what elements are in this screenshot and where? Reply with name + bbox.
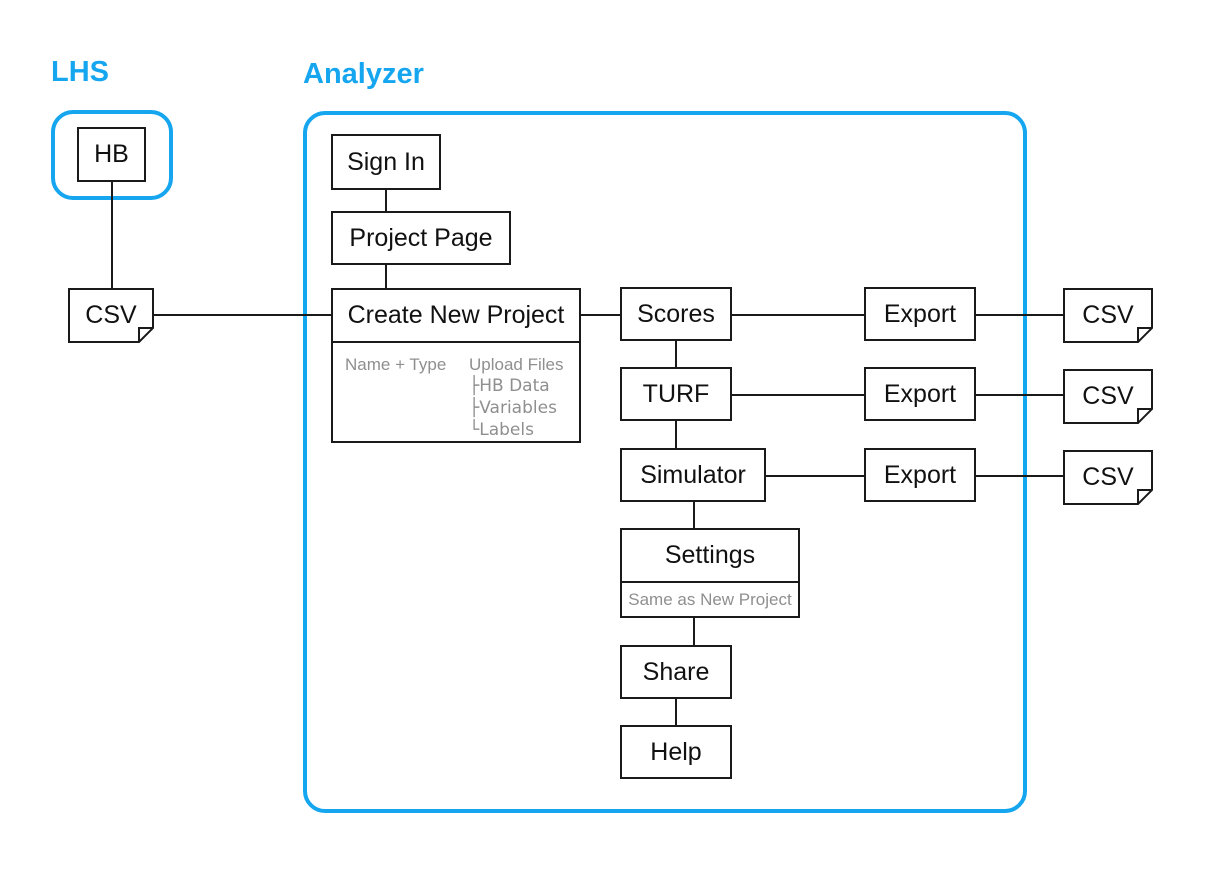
node-export-turf-label: Export	[883, 379, 957, 408]
node-project-page[interactable]: Project Page	[331, 211, 511, 265]
group-title-lhs: LHS	[51, 56, 109, 88]
group-title-analyzer: Analyzer	[303, 58, 424, 90]
detail-name-type: Name + Type	[345, 355, 447, 374]
connector-turf-to-export	[732, 394, 864, 396]
node-scores-label: Scores	[637, 299, 715, 328]
group-container-analyzer	[303, 111, 1027, 813]
connector-sign-in-to-project-page	[385, 190, 387, 211]
node-sign-in-label: Sign In	[347, 147, 425, 176]
connector-scores-to-export	[732, 314, 864, 316]
node-settings[interactable]: Settings Same as New Project	[620, 528, 800, 618]
node-simulator-label: Simulator	[640, 460, 746, 489]
detail-upload-variables: ├Variables	[469, 398, 557, 418]
node-simulator[interactable]: Simulator	[620, 448, 766, 502]
connector-share-to-help	[675, 699, 677, 725]
node-sign-in[interactable]: Sign In	[331, 134, 441, 190]
connector-export-to-csv-turf	[976, 394, 1063, 396]
node-hb[interactable]: HB	[77, 127, 146, 182]
document-csv-simulator[interactable]: CSV	[1063, 450, 1153, 505]
node-help[interactable]: Help	[620, 725, 732, 779]
detail-upload-hb-data: ├HB Data	[469, 376, 550, 396]
node-export-turf[interactable]: Export	[864, 367, 976, 421]
node-create-new-project-title: Create New Project	[333, 290, 579, 343]
node-share-label: Share	[642, 657, 710, 686]
node-export-scores[interactable]: Export	[864, 287, 976, 341]
node-scores[interactable]: Scores	[620, 287, 732, 341]
node-turf[interactable]: TURF	[620, 367, 732, 421]
node-create-new-project-details: Name + Type Upload Files ├HB Data ├Varia…	[333, 343, 579, 441]
connector-create-to-scores	[581, 314, 620, 316]
node-turf-label: TURF	[642, 379, 710, 408]
detail-upload-labels: └Labels	[469, 420, 534, 440]
connector-settings-to-share	[693, 618, 695, 645]
connector-turf-to-simulator	[675, 421, 677, 448]
node-hb-label: HB	[94, 140, 129, 168]
node-export-simulator[interactable]: Export	[864, 448, 976, 502]
connector-simulator-to-export	[766, 475, 864, 477]
connector-simulator-to-settings	[693, 502, 695, 528]
node-help-label: Help	[650, 737, 702, 766]
connector-project-page-to-create	[385, 265, 387, 288]
connector-hb-to-csv-input	[111, 182, 113, 288]
connector-export-to-csv-scores	[976, 314, 1063, 316]
document-csv-turf[interactable]: CSV	[1063, 369, 1153, 424]
node-project-page-label: Project Page	[349, 223, 493, 252]
document-csv-scores[interactable]: CSV	[1063, 288, 1153, 343]
detail-upload-files: Upload Files	[469, 355, 564, 374]
node-settings-note-panel: Same as New Project	[622, 583, 798, 616]
connector-csv-input-to-create	[154, 314, 331, 316]
node-create-new-project[interactable]: Create New Project Name + Type Upload Fi…	[331, 288, 581, 443]
node-share[interactable]: Share	[620, 645, 732, 699]
node-export-scores-label: Export	[883, 299, 957, 328]
document-csv-input[interactable]: CSV	[68, 288, 154, 343]
node-settings-title: Settings	[622, 530, 798, 583]
connector-export-to-csv-simulator	[976, 475, 1063, 477]
node-export-simulator-label: Export	[883, 460, 957, 489]
connector-scores-to-turf	[675, 341, 677, 367]
node-settings-note: Same as New Project	[628, 589, 792, 609]
